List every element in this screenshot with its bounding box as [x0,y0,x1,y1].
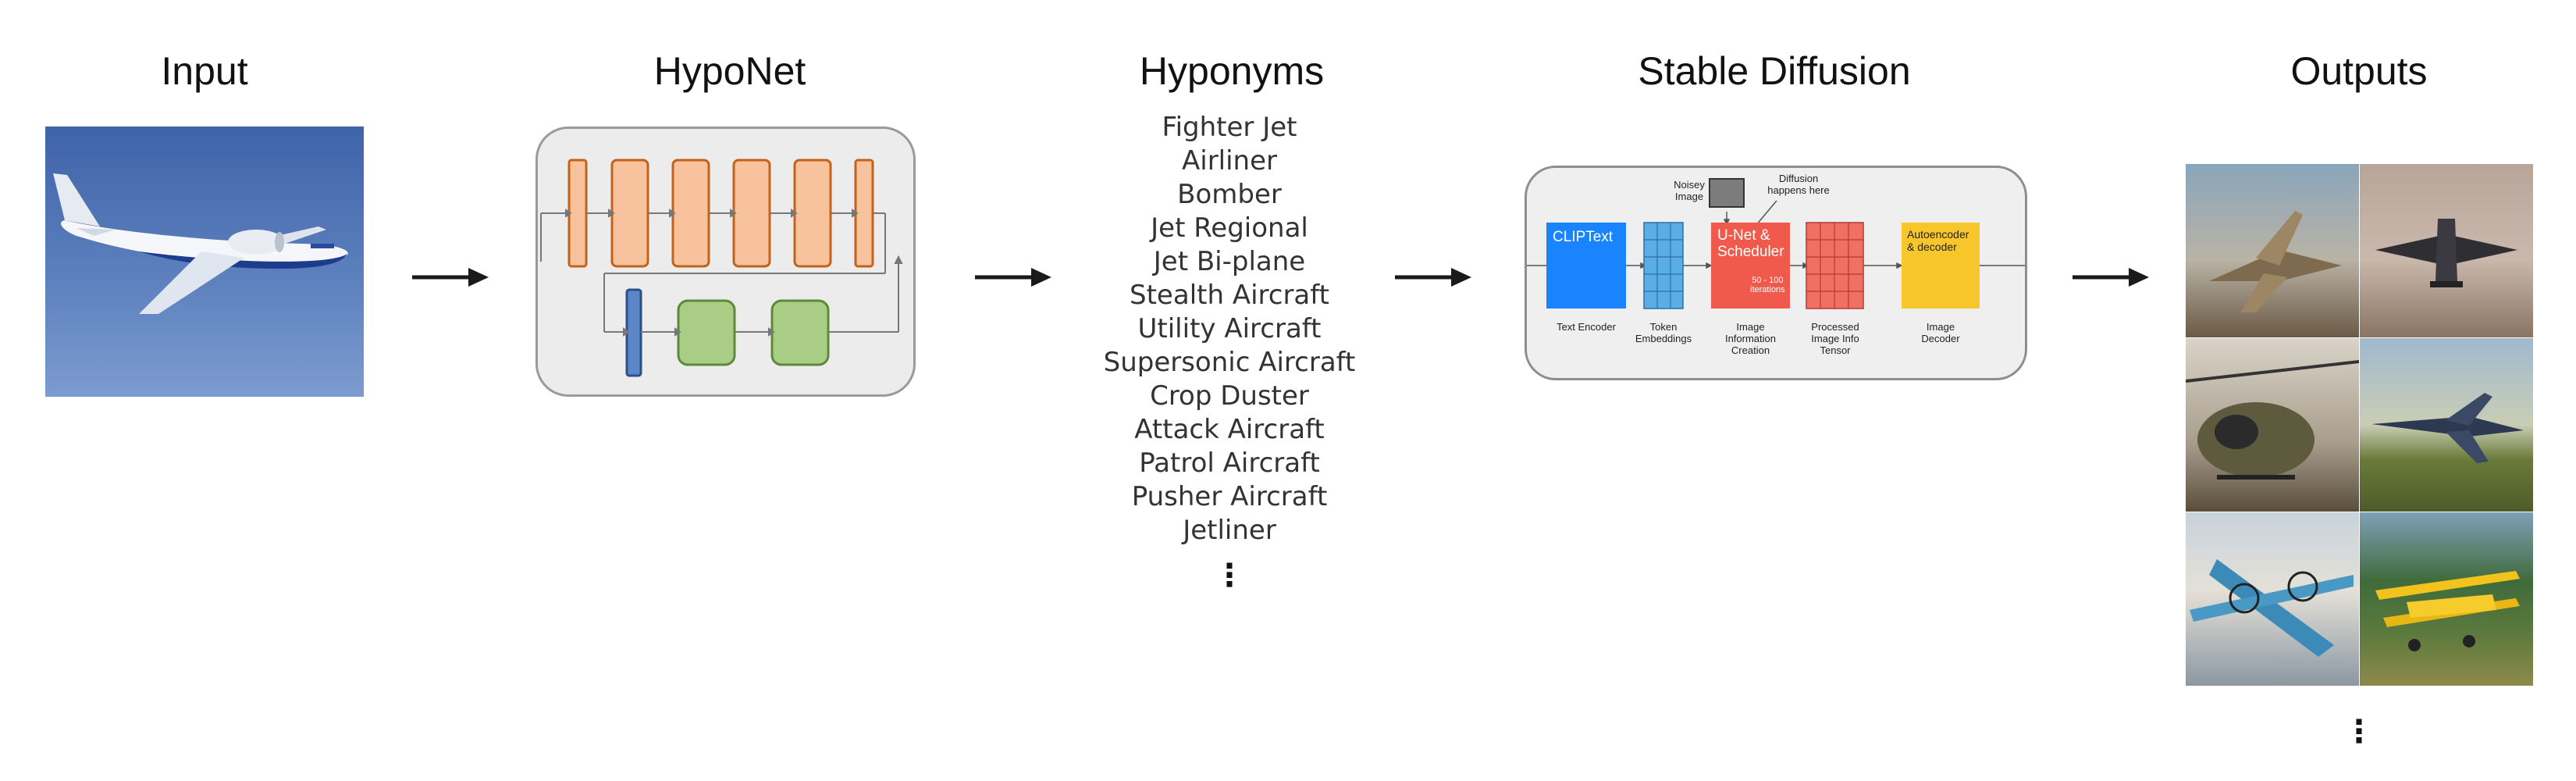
autoencoder-label: Autoencoder & decoder [1907,228,1969,253]
hyponet-architecture [540,159,903,377]
hyponym-item: Airliner [1181,145,1278,177]
autoencoder-block: Autoencoder & decoder [1902,223,1980,308]
hyponet-block-1 [677,299,736,366]
output-image-stealth-jet-field [2360,338,2533,512]
hyponet-layer-3 [671,159,710,268]
heading-input: Input [161,49,248,93]
hyponet-layer-4 [732,159,771,268]
hyponym-item: Pusher Aircraft [1131,481,1328,512]
hyponet-block-2 [770,299,830,366]
hyponet-embedding [625,288,642,377]
hyponet-layer-5 [793,159,832,268]
hyponym-item: Fighter Jet [1162,112,1297,143]
arrow-right-icon [412,268,489,287]
arrow-right-icon [1395,268,1471,287]
token-embeddings-label: Token Embeddings [1635,321,1692,344]
hyponet-diagram [535,127,916,397]
hyponym-item: Patrol Aircraft [1139,448,1320,479]
clip-text-block: CLIPText [1546,223,1626,308]
stable-diffusion-diagram: CLIPText U-Net & Scheduler 50 - 100 iter… [1525,166,2027,380]
outputs-ellipsis: ⋮ [2343,714,2375,750]
hyponym-item: Supersonic Aircraft [1103,347,1356,378]
hyponym-item: Utility Aircraft [1137,313,1322,344]
output-image-yellow-biplane [2360,512,2533,686]
outputs-grid [2186,164,2533,686]
image-info-creation-label: Image Information Creation [1724,321,1777,356]
noisy-image-thumb [1709,178,1745,208]
text-encoder-label: Text Encoder [1557,321,1616,333]
unet-label: U-Net & Scheduler [1717,227,1784,260]
airplane-illustration [53,173,348,314]
output-image-fighter-jet-desert [2186,164,2359,337]
unet-iterations-label: 50 - 100 iterations [1750,276,1785,294]
hyponym-item: Crop Duster [1150,380,1309,412]
processed-tensor-label: Processed Image Info Tensor [1811,321,1859,356]
clip-text-label: CLIPText [1553,229,1614,245]
hyponym-item: Bomber [1177,179,1282,210]
heading-stable-diffusion: Stable Diffusion [1638,49,1911,93]
hyponym-item: Jet Bi-plane [1153,246,1306,277]
heading-outputs: Outputs [2290,49,2428,93]
diffusion-note: Diffusion happens here [1767,173,1830,196]
arrow-right-icon [2073,268,2149,287]
unet-scheduler-block: U-Net & Scheduler 50 - 100 iterations [1711,223,1790,308]
sd-connectors [1527,178,2025,309]
token-embeddings-grid [1643,222,1684,309]
input-airplane-image [45,127,364,397]
arrow-right-icon [975,268,1051,287]
output-image-helicopter [2186,338,2359,512]
processed-tensor-grid [1806,222,1864,309]
heading-hyponet: HypoNet [653,49,806,93]
output-image-blue-transport [2186,512,2359,686]
hyponym-item: Attack Aircraft [1134,414,1325,445]
image-decoder-label: Image Decoder [1921,321,1960,344]
hyponym-item: Jetliner [1183,515,1276,546]
hyponet-layer-2 [610,159,649,268]
hyponym-item: Jet Regional [1151,212,1308,244]
hyponym-item: Stealth Aircraft [1130,280,1329,311]
heading-hyponyms: Hyponyms [1139,49,1325,93]
noisy-image-label: Noisey Image [1674,179,1705,202]
hyponym-ellipsis: ⋮ [1214,558,1245,594]
output-image-fighter-jet-runway [2360,164,2533,337]
